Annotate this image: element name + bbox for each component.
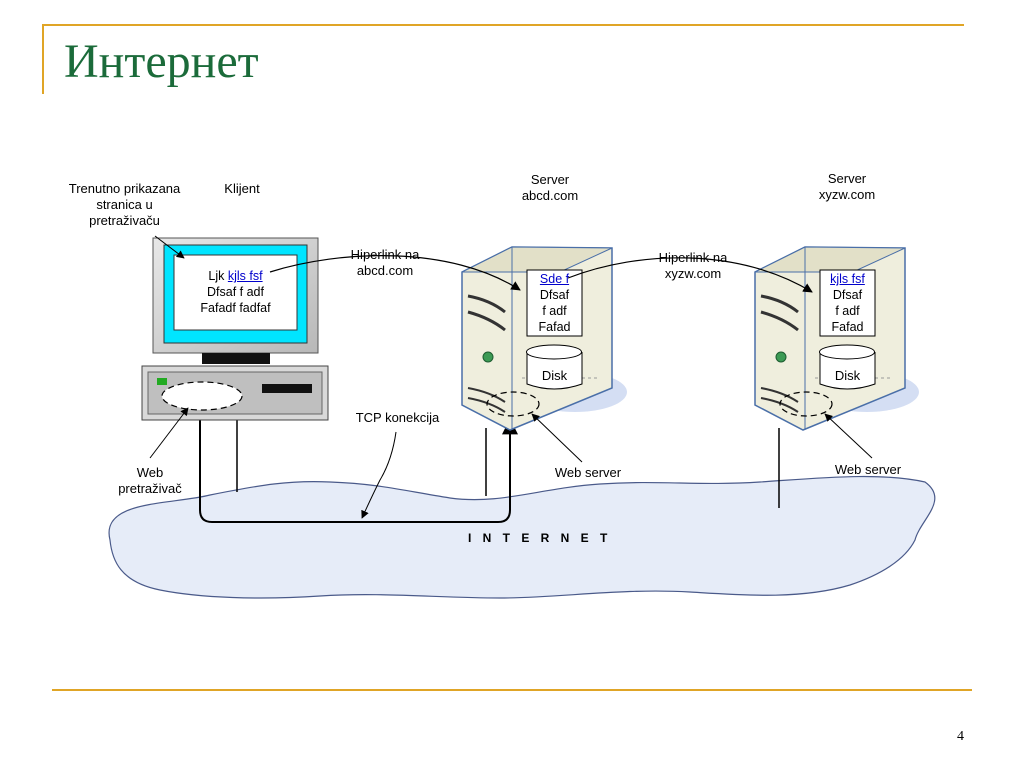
browser-highlight-ellipse bbox=[161, 381, 243, 411]
server2-doc-line: Fafad bbox=[831, 320, 864, 334]
page-caption-line: stranica u bbox=[96, 197, 153, 212]
page-pointer-line bbox=[154, 235, 185, 259]
hyperlink-arc-2 bbox=[567, 257, 813, 293]
top-rule bbox=[42, 24, 964, 26]
server2-doc-link[interactable]: kjls fsf bbox=[830, 272, 865, 286]
internet-cloud bbox=[108, 475, 936, 599]
server2-caption: Server xyzw.com bbox=[797, 171, 897, 203]
hyperlink-arc-1 bbox=[269, 255, 521, 291]
screen-line1-text: Ljk bbox=[208, 269, 228, 283]
hyperlink-2-label: Hiperlink na xyzw.com bbox=[638, 250, 748, 282]
tcp-pointer-line bbox=[361, 431, 397, 519]
browser-caption-line: pretraživač bbox=[118, 481, 182, 496]
power-led bbox=[157, 378, 167, 385]
server2-caption-line: Server bbox=[827, 171, 867, 186]
server2-document bbox=[819, 269, 876, 337]
server2-caption-line: xyzw.com bbox=[818, 187, 876, 202]
tcp-connection-path bbox=[192, 405, 518, 523]
screen-line-3: Fafadf fadfaf bbox=[200, 301, 271, 315]
server2-webserver-pointer bbox=[824, 413, 873, 459]
bottom-rule bbox=[52, 689, 972, 691]
hyperlink-1-line: abcd.com bbox=[356, 263, 414, 278]
server1-doc-link[interactable]: Sde f bbox=[539, 272, 570, 286]
tcp-label: TCP konekcija bbox=[355, 410, 440, 425]
server1-document bbox=[526, 269, 583, 337]
server1-caption-line: abcd.com bbox=[521, 188, 579, 203]
browser-caption: Web pretraživač bbox=[100, 465, 200, 497]
server1-webserver-label: Web server bbox=[554, 465, 622, 480]
server1-disk-label: Disk bbox=[541, 368, 568, 383]
server1-webserver-pointer bbox=[531, 413, 583, 463]
hyperlink-2-line: Hiperlink na bbox=[658, 250, 728, 265]
slide-title: Интернет bbox=[64, 35, 259, 88]
screen-hyperlink[interactable]: kjls fsf bbox=[227, 269, 263, 283]
screen-page bbox=[173, 254, 298, 331]
server1-disk bbox=[526, 344, 583, 390]
drive-slot bbox=[262, 384, 312, 393]
server1-caption-line: Server bbox=[530, 172, 570, 187]
page-caption: Trenutno prikazana stranica u pretraživa… bbox=[52, 181, 197, 229]
client-caption: Klijent bbox=[224, 181, 260, 196]
server1-doc-line: Dfsaf bbox=[539, 288, 570, 302]
browser-caption-line: Web bbox=[136, 465, 164, 480]
internet-label: I N T E R N E T bbox=[468, 531, 612, 545]
server1-doc-line: f adf bbox=[542, 304, 567, 318]
hyperlink-2-line: xyzw.com bbox=[664, 266, 722, 281]
server2-disk-label: Disk bbox=[834, 368, 861, 383]
monitor-stand bbox=[202, 353, 270, 364]
server2-doc-line: f adf bbox=[835, 304, 860, 318]
screen-line-1: Ljk kjls fsf bbox=[174, 268, 297, 284]
hyperlink-1-label: Hiperlink na abcd.com bbox=[330, 247, 440, 279]
browser-pointer-line bbox=[149, 407, 189, 459]
server2-doc-line: Dfsaf bbox=[832, 288, 863, 302]
page-number: 4 bbox=[957, 729, 964, 744]
page-caption-line: Trenutno prikazana bbox=[68, 181, 181, 196]
server2-webserver-label: Web server bbox=[834, 462, 902, 477]
server1-document-text: Sde f Dfsaf f adf Fafad bbox=[527, 271, 582, 335]
server1-doc-line: Fafad bbox=[538, 320, 571, 334]
server1-webserver-ellipse bbox=[486, 391, 540, 417]
hyperlink-1-line: Hiperlink na bbox=[350, 247, 420, 262]
server1-caption: Server abcd.com bbox=[500, 172, 600, 204]
title-left-bar bbox=[42, 24, 44, 94]
server2-disk bbox=[819, 344, 876, 390]
screen-line-2: Dfsaf f adf bbox=[207, 285, 264, 299]
server2-document-text: kjls fsf Dfsaf f adf Fafad bbox=[820, 271, 875, 335]
screen-page-text: Ljk kjls fsf Dfsaf f adf Fafadf fadfaf bbox=[174, 268, 297, 316]
server2-webserver-ellipse bbox=[779, 391, 833, 417]
page-caption-line: pretraživaču bbox=[89, 213, 160, 228]
